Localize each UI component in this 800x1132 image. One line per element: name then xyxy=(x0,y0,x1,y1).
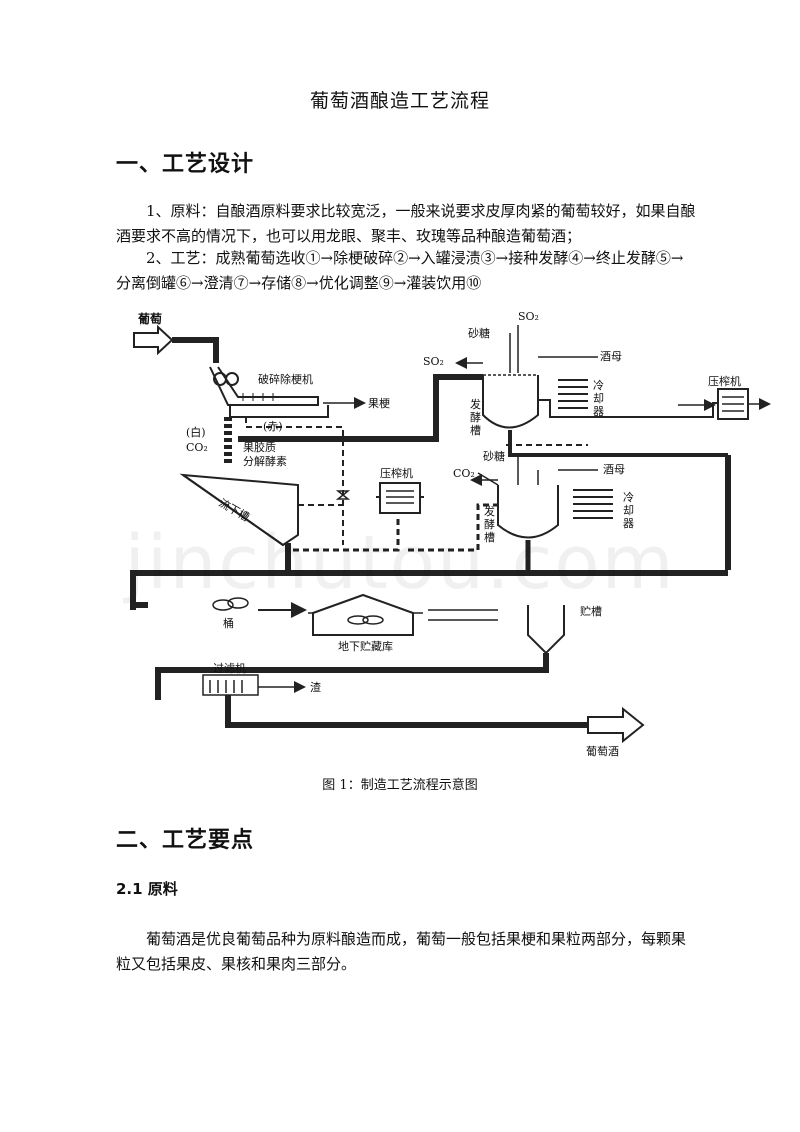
label-barrel: 桶 xyxy=(223,616,234,630)
label-ferment-2c: 槽 xyxy=(484,531,495,544)
label-cellar: 地下贮藏库 xyxy=(338,640,393,653)
label-ferment-1: 发 xyxy=(470,397,481,411)
label-press-1: 压榨机 xyxy=(380,466,413,480)
label-yeast-top: 酒母 xyxy=(600,350,622,363)
label-cooler-1c: 器 xyxy=(593,405,604,418)
label-yeast-2: 酒母 xyxy=(603,463,625,476)
label-cooler-2c: 器 xyxy=(623,517,634,530)
label-co2-a: CO₂ xyxy=(186,441,208,454)
label-white: (白) xyxy=(186,425,206,439)
label-cooler-2b: 却 xyxy=(623,504,634,517)
watermark: jinchutou.com xyxy=(124,520,676,606)
label-sugar-top: 砂糖 xyxy=(468,326,490,340)
label-ferment-1c: 槽 xyxy=(470,424,481,437)
section-heading-process-points: 二、工艺要点 xyxy=(116,828,255,853)
section-heading-process-design: 一、工艺设计 xyxy=(116,152,255,177)
label-crusher: 破碎除梗机 xyxy=(258,372,313,386)
label-wine-output: 葡萄酒 xyxy=(586,745,619,758)
paragraph-raw-material: 1、原料：自酿酒原料要求比较宽泛，一般来说要求皮厚肉紧的葡萄较好，如果自酿酒要求… xyxy=(116,202,696,245)
label-so2-left: SO₂ xyxy=(423,355,444,368)
label-press-2: 压榨机 xyxy=(708,374,741,388)
label-residue: 渣 xyxy=(310,680,321,694)
process-flow-diagram: 葡萄 破碎除梗机 果梗 (赤) (白) CO₂ 果胶质 分解酵素 流下槽 压榨机… xyxy=(130,310,771,758)
label-cooler-1: 冷 xyxy=(593,379,604,392)
document-title: 葡萄酒酿造工艺流程 xyxy=(309,90,490,112)
figure-caption: 图 1：制造工艺流程示意图 xyxy=(322,778,478,793)
paragraph-grape-description: 葡萄酒是优良葡萄品种为原料酿造而成，葡萄一般包括果梗和果粒两部分，每颗果粒又包括… xyxy=(116,930,687,973)
label-stems: 果梗 xyxy=(368,396,390,410)
label-cooler-2: 冷 xyxy=(623,491,634,504)
label-pectinase: 果胶质 xyxy=(243,440,276,454)
label-sugar-2: 砂糖 xyxy=(483,449,505,463)
label-ferment-1b: 酵 xyxy=(470,411,481,424)
paragraph-process-steps: 2、工艺：成熟葡萄选收①→除梗破碎②→入罐浸渍③→接种发酵④→终止发酵⑤→分离倒… xyxy=(116,249,684,292)
subsection-heading-raw-material: 2.1 原料 xyxy=(116,880,178,898)
label-so2-top: SO₂ xyxy=(518,310,539,323)
label-red: (赤) xyxy=(263,420,283,433)
label-storage-tank: 贮槽 xyxy=(580,605,602,618)
label-ferment-2: 发 xyxy=(484,504,495,518)
label-ferment-2b: 酵 xyxy=(484,518,495,531)
label-pectinase-2: 分解酵素 xyxy=(243,454,287,468)
label-co2-b: CO₂ xyxy=(453,467,475,480)
label-filter: 过滤机 xyxy=(213,661,246,675)
label-grape-input: 葡萄 xyxy=(137,311,162,326)
label-cooler-1b: 却 xyxy=(593,392,604,405)
